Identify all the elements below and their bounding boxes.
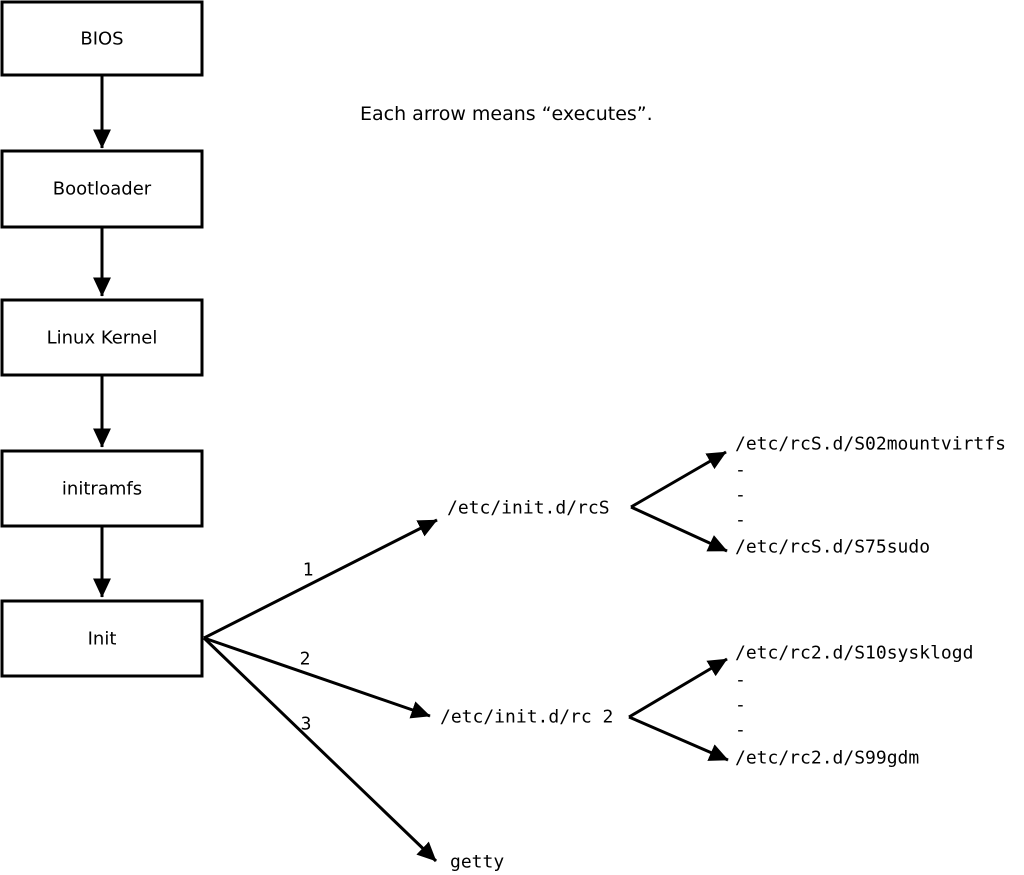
initramfs-box (0, 449, 204, 528)
rc2-child-dash-1: - (735, 670, 746, 691)
rc2-node-label: /etc/init.d/rc 2 (440, 707, 613, 728)
arrow-rcS-to-s02mountvirtfs (630, 450, 727, 509)
rcS-child-dash-1: - (735, 460, 746, 481)
init-label: Init (88, 629, 117, 650)
rc2-child-s10sysklogd: /etc/rc2.d/S10sysklogd (735, 643, 973, 664)
rc2-child-dash-3: - (735, 720, 746, 741)
bios-box (0, 0, 204, 77)
bootloader-box (0, 149, 204, 229)
rc2-child-dash-2: - (735, 695, 746, 716)
bootloader-node: Bootloader (0, 149, 204, 229)
rcS-child-s02mountvirtfs: /etc/rcS.d/S02mountvirtfs (735, 434, 1006, 455)
arrow-rc2-to-s99gdm (628, 715, 729, 762)
edge-label-2: 2 (300, 649, 311, 670)
edge-label-1: 1 (303, 560, 314, 581)
linux-kernel-label: Linux Kernel (47, 328, 158, 349)
linux-kernel-node: Linux Kernel (0, 298, 204, 377)
edge-label-3: 3 (301, 714, 312, 735)
rcS-node-label: /etc/init.d/rcS (447, 498, 610, 519)
linux-kernel-box (0, 298, 204, 377)
arrow-init-to-rc2 (203, 636, 431, 719)
bios-node: BIOS (0, 0, 204, 77)
rcS-child-dash-3: - (735, 510, 746, 531)
rc2-child-s99gdm: /etc/rc2.d/S99gdm (735, 748, 919, 769)
init-node: Init (0, 599, 204, 678)
rcS-child-s75sudo: /etc/rcS.d/S75sudo (735, 537, 930, 558)
bios-label: BIOS (80, 29, 123, 50)
arrow-rcS-to-s75sudo (630, 505, 728, 553)
initramfs-label: initramfs (62, 479, 142, 500)
init-box (0, 599, 204, 678)
initramfs-node: initramfs (0, 449, 204, 528)
getty-node-label: getty (450, 852, 504, 873)
bootloader-label: Bootloader (53, 179, 152, 200)
arrow-rc2-to-s10sysklogd (628, 657, 728, 719)
rcS-child-dash-2: - (735, 485, 746, 506)
arrow-init-to-rcS (203, 518, 438, 640)
arrow-init-to-getty (202, 636, 438, 863)
note-text: Each arrow means “executes”. (360, 103, 653, 125)
